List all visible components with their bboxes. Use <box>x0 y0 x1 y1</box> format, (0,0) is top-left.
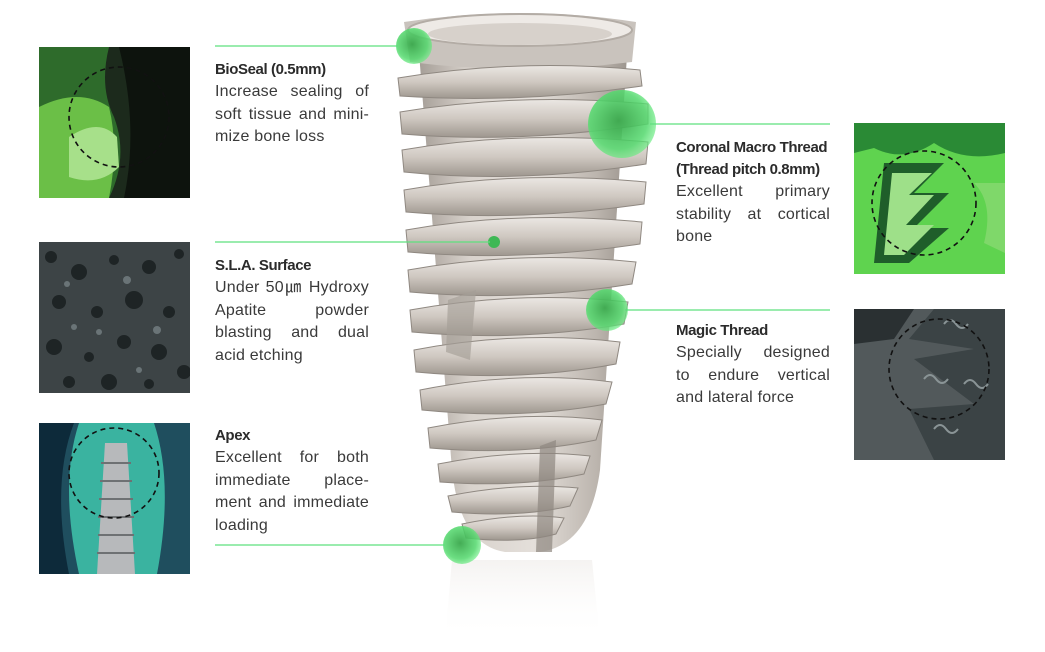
annotation-title: BioSeal (0.5mm) <box>215 61 326 78</box>
magic-thread-marker-dot <box>586 289 628 331</box>
magic-thread-microscope-image <box>854 309 1005 460</box>
annotation-title: Magic Thread <box>676 322 768 339</box>
implant-reflection <box>445 560 600 640</box>
annotation-bioseal: BioSeal (0.5mm) Increase sealing of soft… <box>215 59 369 149</box>
annotation-coronal-macro-thread: Coronal Macro Thread (Thread pitch 0.8mm… <box>676 137 830 249</box>
bioseal-microscope-image <box>39 47 190 198</box>
annotation-sla-surface: S.L.A. Surface Under 50㎛ Hydroxy Apatite… <box>215 255 369 367</box>
annotation-title: S.L.A. Surface <box>215 257 312 274</box>
bioseal-marker-dot <box>396 28 432 64</box>
sla-surface-microscope-image <box>39 242 190 393</box>
annotation-apex: Apex Excellent for both immediate place-… <box>215 425 369 537</box>
sla-marker-dot <box>488 236 500 248</box>
coronal-thread-marker-dot <box>588 90 656 158</box>
annotation-title: Coronal Macro Thread <box>676 139 828 156</box>
apex-microscope-image <box>39 423 190 574</box>
annotation-title: Apex <box>215 427 251 444</box>
annotation-magic-thread: Magic Thread Specially designed to endur… <box>676 320 830 410</box>
annotation-title-line2: (Thread pitch 0.8mm) <box>676 161 820 178</box>
implant-flute <box>536 440 556 552</box>
coronal-thread-microscope-image <box>854 123 1005 274</box>
annotation-description: Excellent primary stability at cortical … <box>676 183 830 245</box>
annotation-description: Specially designed to endure vertical an… <box>676 344 830 406</box>
annotation-description: Under 50㎛ Hydroxy Apatite powder blastin… <box>215 279 369 364</box>
magic-thread-notch <box>446 290 476 360</box>
apex-marker-dot <box>443 526 481 564</box>
annotation-description: Excellent for both immediate place-ment … <box>215 449 369 534</box>
annotation-description: Increase sealing of soft tissue and mini… <box>215 83 369 145</box>
